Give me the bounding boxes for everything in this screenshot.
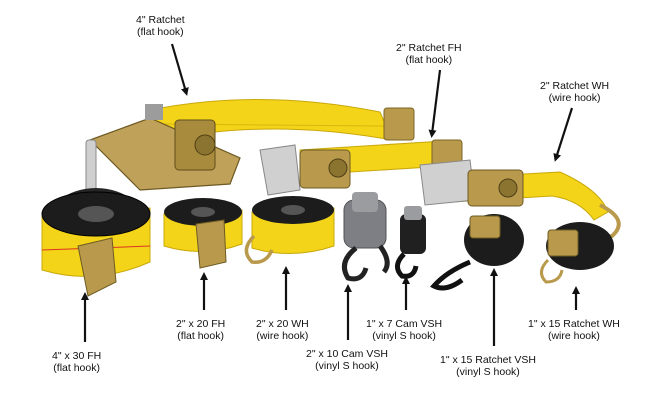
- ratchet-2in-wh-assembly: [419, 159, 621, 239]
- cam-1x7-vsh: [395, 206, 426, 279]
- label-1x7-cam-vsh: 1" x 7 Cam VSH(vinyl S hook): [366, 318, 443, 342]
- label-4x30-fh: 4" x 30 FH(flat hook): [52, 350, 102, 374]
- roll-4x30-fh: [41, 188, 151, 297]
- arrow-4in-ratchet: [170, 43, 189, 96]
- label-2x10-cam-vsh: 2" x 10 Cam VSH(vinyl S hook): [306, 348, 388, 372]
- label-2x20-wh: 2" x 20 WH(wire hook): [256, 318, 309, 342]
- label-1x15-ratchet-vsh: 1" x 15 Ratchet VSH(vinyl S hook): [440, 354, 536, 378]
- arrow-2in-ratchet-fh: [428, 69, 442, 138]
- ratchet-1x15-wh: [540, 222, 614, 284]
- label-2in-ratchet-wh: 2" Ratchet WH(wire hook): [540, 80, 610, 104]
- ratchet-1x15-vsh: [430, 214, 524, 291]
- roll-2x20-wh: [244, 196, 335, 264]
- roll-2x20-fh: [163, 198, 243, 269]
- label-2x20-fh: 2" x 20 FH(flat hook): [176, 318, 226, 342]
- cam-2x10-vsh: [341, 192, 390, 282]
- label-2in-ratchet-fh: 2" Ratchet FH(flat hook): [396, 42, 462, 66]
- label-4in-ratchet: 4" Ratchet(flat hook): [136, 14, 185, 38]
- ratchet-4in-assembly: [85, 99, 415, 199]
- label-1x15-ratchet-wh: 1" x 15 Ratchet WH(wire hook): [528, 318, 620, 342]
- arrow-2in-ratchet-wh: [553, 107, 574, 162]
